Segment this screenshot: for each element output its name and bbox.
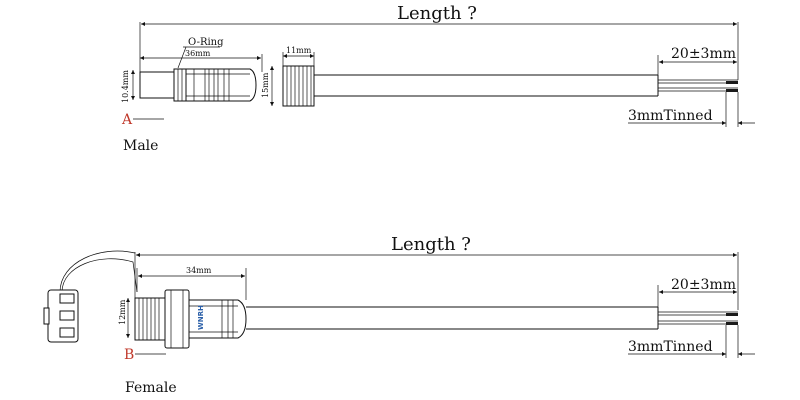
female-tinned-label: 3mmTinned: [628, 339, 713, 355]
dust-cap-strap: [59, 250, 136, 293]
male-body: [185, 68, 257, 102]
male-15mm-label: 15mm: [261, 72, 270, 98]
dust-cap-strap-inner: [61, 258, 138, 293]
female-12mm-label: 12mm: [118, 299, 127, 325]
female-connector-view: Length ? 34mm 12mm: [43, 234, 755, 396]
male-strip-label: 20±3mm: [671, 46, 736, 62]
male-nut: [282, 65, 315, 107]
dust-cap-grip-3: [59, 327, 75, 338]
male-10-4mm-label: 10.4mm: [121, 70, 130, 103]
female-body: [188, 299, 247, 339]
female-length-label: Length ?: [391, 234, 471, 255]
male-11mm-label: 11mm: [286, 46, 312, 55]
male-wires: [658, 79, 738, 92]
female-34mm-label: 34mm: [186, 266, 212, 275]
male-connector-view: Length ? O-Ring 36mm 10.4mm 15mm: [121, 3, 755, 154]
male-36mm-label: 36mm: [185, 49, 211, 58]
female-wires: [658, 311, 738, 325]
male-length-label: Length ?: [397, 3, 477, 24]
oring-label: O-Ring: [188, 37, 224, 48]
female-thread-lines: [138, 298, 160, 340]
male-oring-band: [173, 68, 187, 102]
male-nut-knurl: [286, 66, 312, 106]
male-view-name: Male: [123, 138, 158, 154]
female-view-name: Female: [125, 380, 177, 396]
female-panel-nut: [164, 289, 190, 349]
dust-cap-grip-2: [59, 310, 75, 321]
female-view-letter: B: [124, 347, 134, 363]
female-strip-label: 20±3mm: [671, 277, 736, 293]
dust-cap-grip-1: [59, 293, 75, 304]
male-tinned-label: 3mmTinned: [628, 108, 713, 124]
male-view-letter: A: [121, 112, 133, 128]
female-threaded-barrel: [134, 297, 166, 341]
dust-cap-tab: [43, 307, 50, 325]
male-pin: [139, 71, 175, 99]
female-brand-mark: WNRH: [197, 305, 205, 330]
